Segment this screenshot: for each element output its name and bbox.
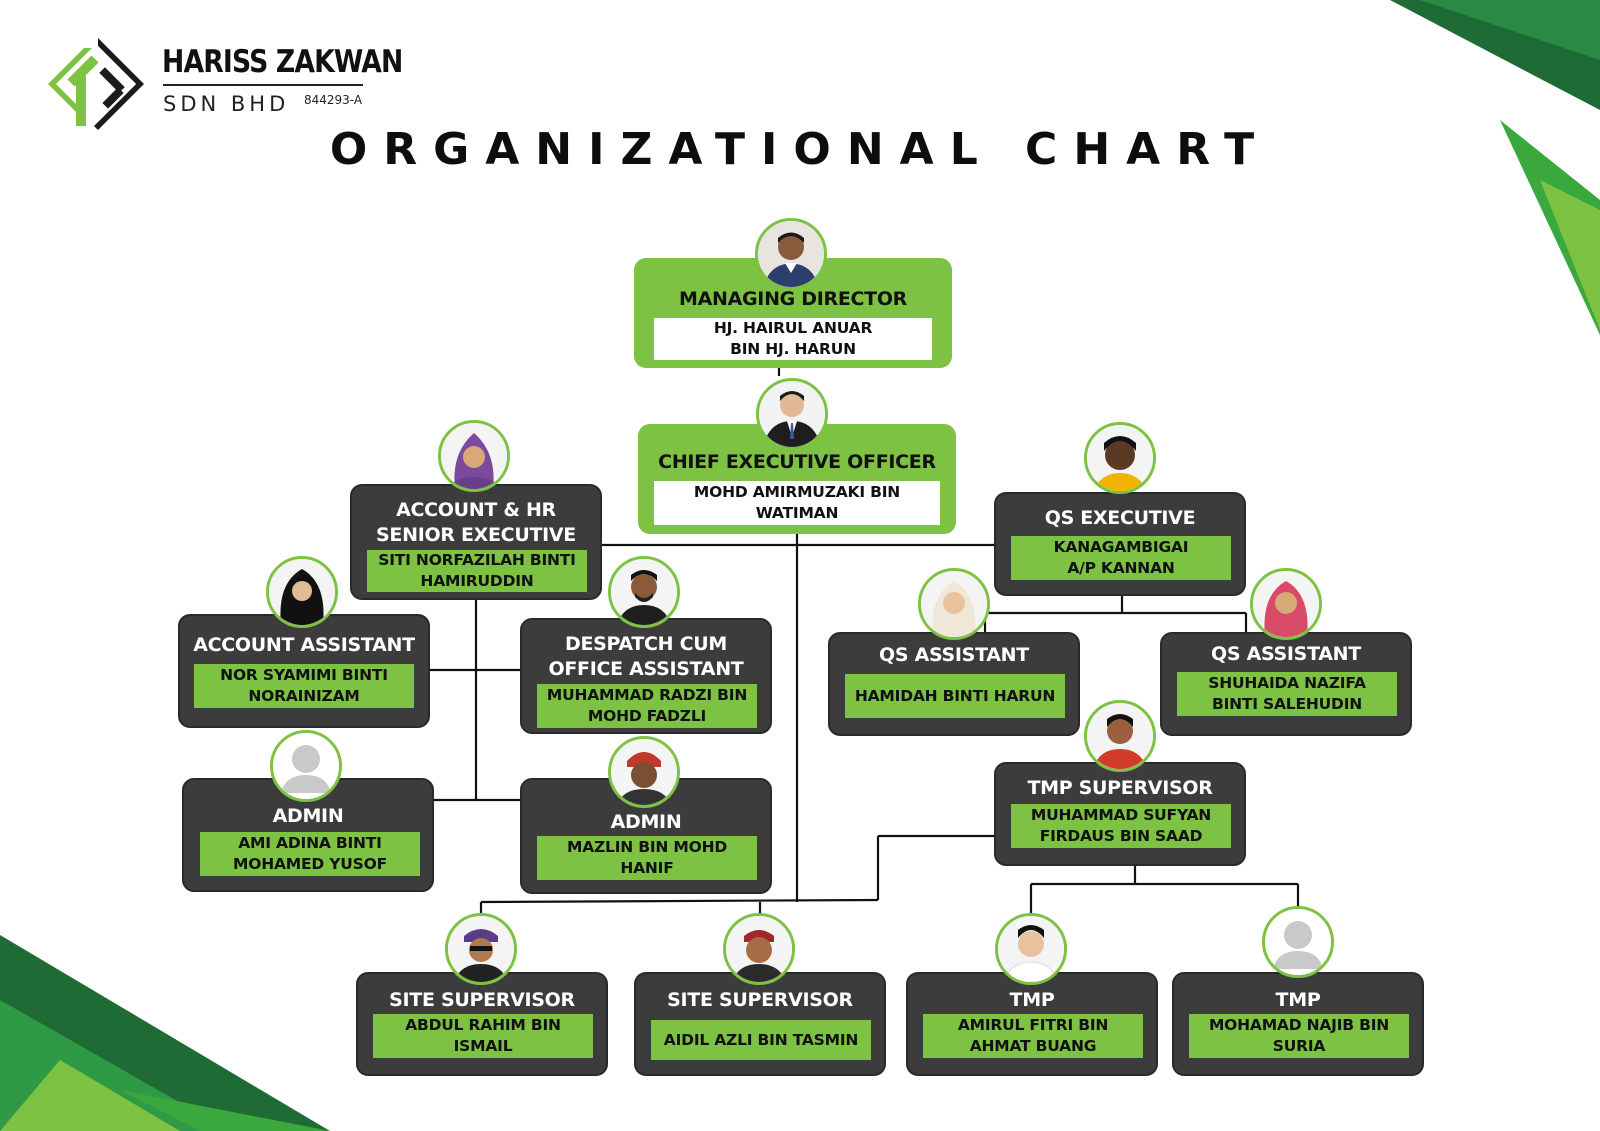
page-title: ORGANIZATIONAL CHART [329, 124, 1271, 175]
tmp-supervisor-photo [1084, 700, 1156, 772]
person-name: MUHAMMAD SUFYAN FIRDAUS BIN SAAD [1011, 804, 1231, 848]
role-label: SITE SUPERVISOR [389, 989, 575, 1011]
site-supervisor-card-2: SITE SUPERVISOR AIDIL AZLI BIN TASMIN [634, 972, 886, 1076]
qs-assistant-photo-2 [1250, 568, 1322, 640]
person-name: MAZLIN BIN MOHD HANIF [537, 836, 757, 880]
role-label: DESPATCH CUM OFFICE ASSISTANT [548, 633, 744, 680]
logo-divider [163, 84, 363, 86]
qs-assistant-card-1: QS ASSISTANT HAMIDAH BINTI HARUN [828, 632, 1080, 736]
company-registration: 844293-A [304, 93, 363, 107]
company-suffix: SDN BHD [163, 92, 290, 116]
despatch-card: DESPATCH CUM OFFICE ASSISTANT MUHAMMAD R… [520, 618, 772, 734]
person-name: HAMIDAH BINTI HARUN [845, 674, 1065, 718]
person-name: HJ. HAIRUL ANUAR BIN HJ. HARUN [654, 318, 932, 360]
role-label: QS ASSISTANT [1211, 643, 1361, 665]
account-assistant-card: ACCOUNT ASSISTANT NOR SYAMIMI BINTI NORA… [178, 614, 430, 728]
tmp-card-1: TMP AMIRUL FITRI BIN AHMAT BUANG [906, 972, 1158, 1076]
person-name: AIDIL AZLI BIN TASMIN [651, 1020, 871, 1060]
person-name: MOHD AMIRMUZAKI BIN WATIMAN [654, 481, 940, 525]
person-name: NOR SYAMIMI BINTI NORAINIZAM [194, 664, 414, 708]
tmp-card-2: TMP MOHAMAD NAJIB BIN SURIA [1172, 972, 1424, 1076]
role-label: QS ASSISTANT [879, 644, 1029, 666]
person-name: SITI NORFAZILAH BINTI HAMIRUDDIN [367, 550, 587, 592]
account-hr-photo [438, 420, 510, 492]
role-label: ACCOUNT ASSISTANT [193, 634, 415, 656]
role-label: ACCOUNT & HR SENIOR EXECUTIVE [376, 499, 576, 546]
account-hr-card: ACCOUNT & HR SENIOR EXECUTIVE SITI NORFA… [350, 484, 602, 600]
company-name: HARISS ZAKWAN [162, 44, 403, 80]
role-label: SITE SUPERVISOR [667, 989, 853, 1011]
person-name: MUHAMMAD RADZI BIN MOHD FADZLI [537, 684, 757, 728]
logo-mark-icon [48, 38, 144, 130]
despatch-photo [608, 556, 680, 628]
person-name: MOHAMAD NAJIB BIN SURIA [1189, 1014, 1409, 1058]
tmp-photo-2-placeholder-icon [1262, 906, 1334, 978]
person-name: ABDUL RAHIM BIN ISMAIL [373, 1014, 593, 1058]
qs-assistant-card-2: QS ASSISTANT SHUHAIDA NAZIFA BINTI SALEH… [1160, 632, 1412, 736]
admin-card-2: ADMIN MAZLIN BIN MOHD HANIF [520, 778, 772, 894]
role-label: QS EXECUTIVE [1044, 507, 1196, 529]
tmp-supervisor-card: TMP SUPERVISOR MUHAMMAD SUFYAN FIRDAUS B… [994, 762, 1246, 866]
qs-executive-photo [1084, 422, 1156, 494]
company-logo: HARISS ZAKWAN SDN BHD 844293-A [46, 36, 403, 136]
tmp-photo-1 [995, 913, 1067, 985]
site-supervisor-card-1: SITE SUPERVISOR ABDUL RAHIM BIN ISMAIL [356, 972, 608, 1076]
role-label: MANAGING DIRECTOR [678, 288, 908, 310]
ceo-card: CHIEF EXECUTIVE OFFICER MOHD AMIRMUZAKI … [638, 424, 956, 534]
person-name: KANAGAMBIGAI A/P KANNAN [1011, 536, 1231, 580]
qs-executive-card: QS EXECUTIVE KANAGAMBIGAI A/P KANNAN [994, 492, 1246, 596]
role-label: CHIEF EXECUTIVE OFFICER [658, 451, 936, 473]
role-label: ADMIN [272, 805, 344, 827]
managing-director-photo [755, 218, 827, 290]
site-supervisor-photo-2 [723, 913, 795, 985]
account-assistant-photo [266, 556, 338, 628]
role-label: TMP [1009, 989, 1055, 1011]
admin-photo-2 [608, 736, 680, 808]
role-label: TMP [1275, 989, 1321, 1011]
role-label: TMP SUPERVISOR [1027, 777, 1213, 799]
person-name: SHUHAIDA NAZIFA BINTI SALEHUDIN [1177, 672, 1397, 716]
ceo-photo [756, 378, 828, 450]
person-name: AMIRUL FITRI BIN AHMAT BUANG [923, 1014, 1143, 1058]
admin-photo-1-placeholder-icon [270, 730, 342, 802]
qs-assistant-photo-1 [918, 568, 990, 640]
site-supervisor-photo-1 [445, 913, 517, 985]
person-name: AMI ADINA BINTI MOHAMED YUSOF [200, 832, 420, 876]
role-label: ADMIN [610, 811, 682, 833]
